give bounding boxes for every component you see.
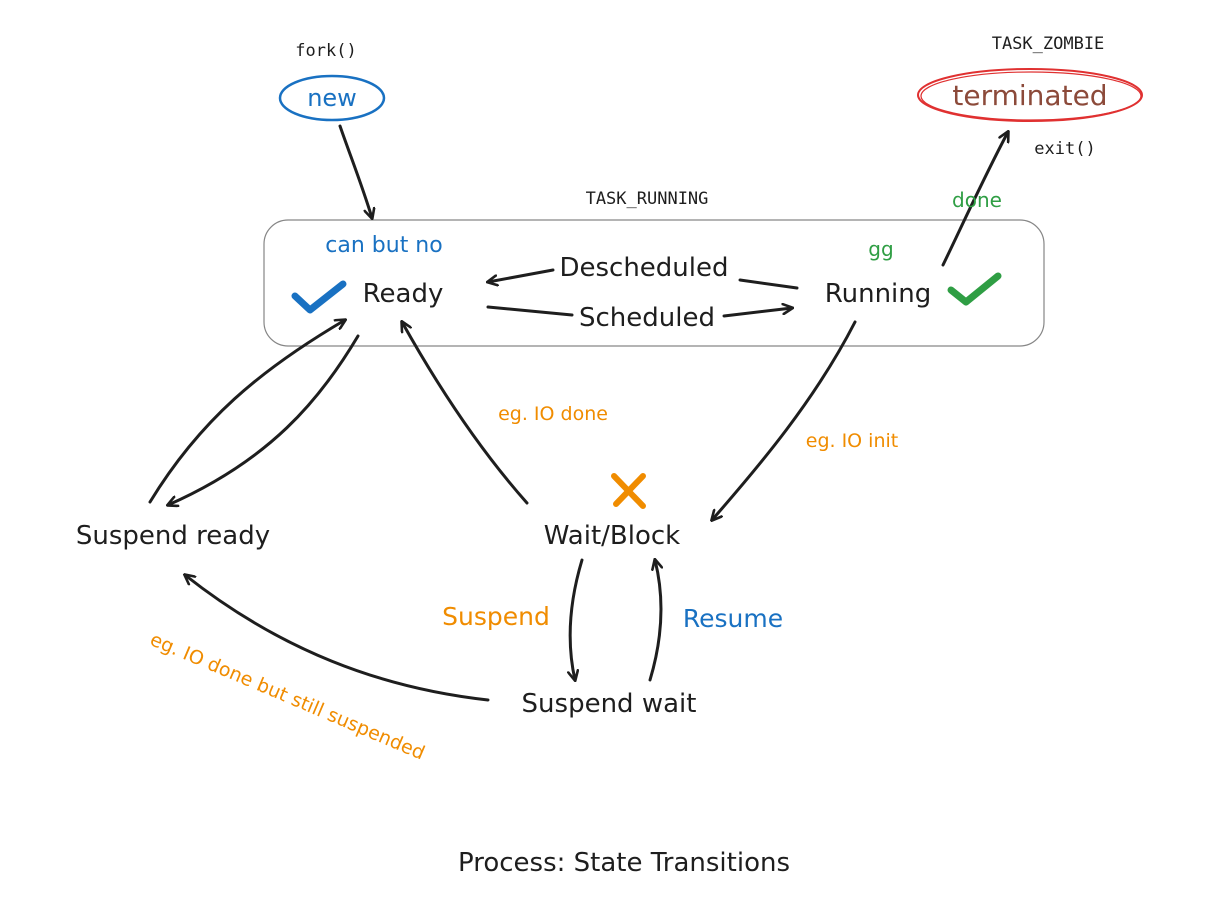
diagram-title: Process: State Transitions	[458, 848, 790, 878]
edge-wait-to-ready	[402, 322, 529, 505]
new-state-ellipse	[278, 74, 386, 122]
edge-suspendready-to-ready	[148, 320, 345, 504]
edge-wait-to-suspendwait	[570, 558, 584, 680]
wait-cross-icon	[611, 473, 646, 509]
task-running-group	[263, 219, 1045, 347]
task-running-label: TASK_RUNNING	[586, 189, 709, 209]
terminated-state-label: terminated	[952, 79, 1107, 112]
edge-running-to-terminated	[941, 132, 1008, 267]
descheduled-label: Descheduled	[559, 253, 728, 283]
edge-suspendwait-to-suspendready	[185, 575, 490, 702]
edge-scheduled-head	[722, 308, 792, 318]
task-zombie-label: TASK_ZOMBIE	[992, 34, 1105, 54]
terminated-state-ellipse-outline	[920, 71, 1142, 121]
edge-running-to-wait	[712, 320, 857, 520]
ready-note: can but no	[325, 233, 442, 258]
suspend-label: Suspend	[442, 602, 550, 631]
edge-ready-to-suspendready	[168, 334, 360, 505]
exit-label: exit()	[1034, 139, 1095, 159]
edge-descheduled-head	[488, 268, 555, 282]
suspend-wait-state-label: Suspend wait	[522, 689, 697, 719]
new-state-label: new	[307, 84, 357, 112]
io-done-label: eg. IO done	[498, 403, 608, 425]
ready-check-icon	[291, 280, 347, 314]
running-state-label: Running	[825, 279, 932, 309]
fork-label: fork()	[295, 41, 356, 61]
edge-suspendwait-to-wait	[648, 560, 661, 682]
wait-block-state-label: Wait/Block	[544, 521, 680, 551]
suspend-ready-state-label: Suspend ready	[76, 521, 270, 551]
edge-descheduled	[738, 278, 799, 290]
scheduled-label: Scheduled	[579, 303, 715, 333]
ready-state-label: Ready	[363, 279, 444, 309]
io-done-suspended-label: eg. IO done but still suspended	[147, 628, 428, 764]
terminated-state-ellipse	[917, 68, 1143, 122]
done-label: done	[952, 188, 1002, 212]
edge-new-to-ready	[338, 124, 372, 218]
edge-scheduled	[486, 305, 574, 317]
resume-label: Resume	[683, 604, 783, 633]
io-init-label: eg. IO init	[806, 430, 898, 452]
running-check-icon	[947, 272, 1002, 306]
running-note: gg	[868, 237, 893, 261]
transition-edges	[148, 124, 1008, 702]
